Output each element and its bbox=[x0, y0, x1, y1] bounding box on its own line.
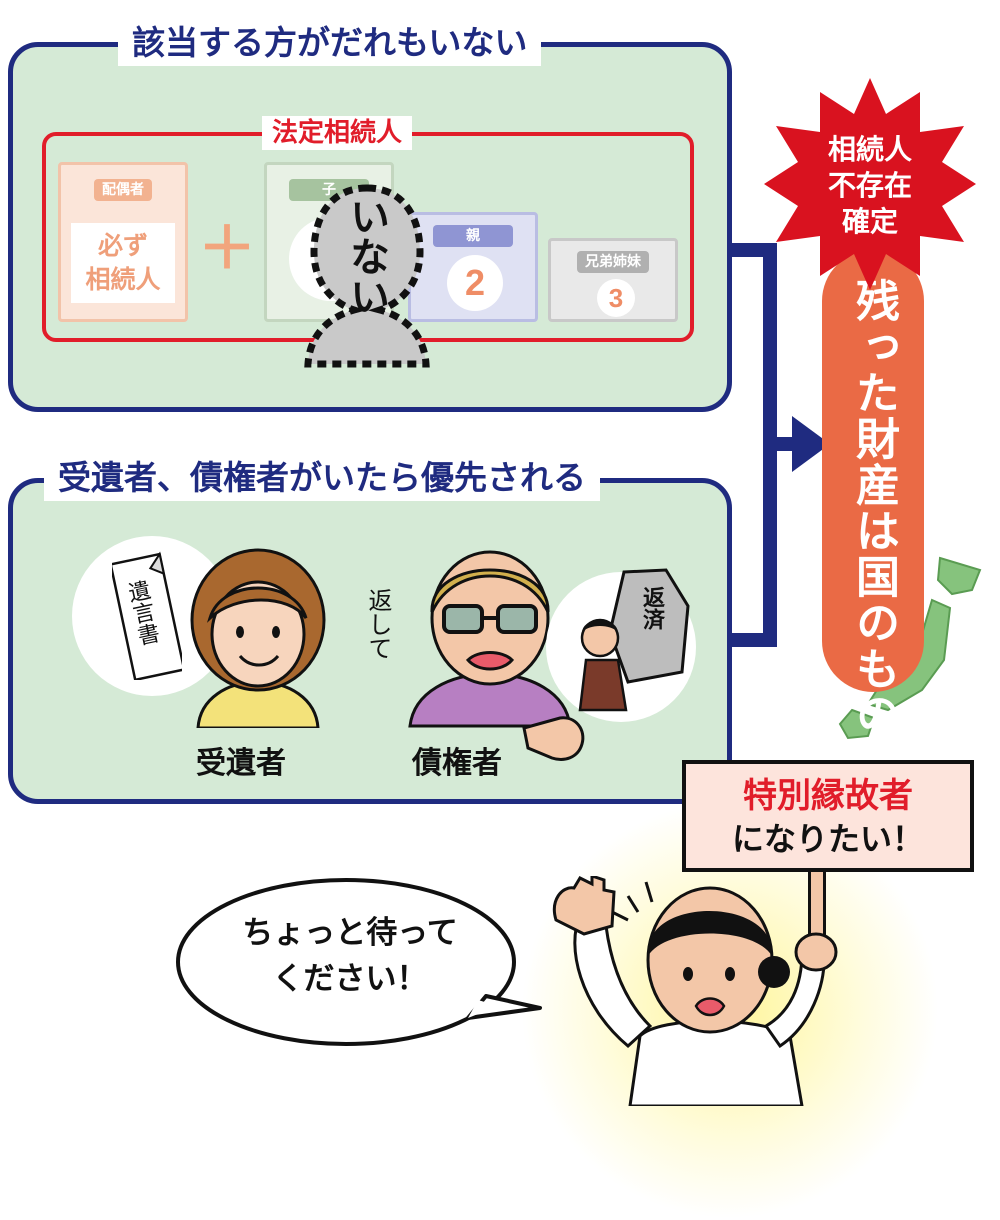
legal-heirs-title: 法定相続人 bbox=[262, 116, 413, 150]
creditor-figure bbox=[408, 550, 572, 728]
starburst-line2: 不存在 bbox=[827, 169, 912, 202]
claimant-figure bbox=[553, 876, 838, 1106]
spouse-label: 配偶者 bbox=[94, 179, 152, 201]
starburst-line1: 相続人 bbox=[827, 133, 912, 166]
beneficiary-caption: 受遺者 bbox=[196, 746, 286, 781]
parent-number: 2 bbox=[447, 255, 503, 311]
siblings-card: 兄弟姉妹 3 bbox=[548, 238, 678, 322]
no-heirs-panel-title: 該当する方がだれもいない bbox=[118, 20, 542, 66]
creditor-speech: 返して bbox=[364, 588, 392, 660]
result-pill bbox=[822, 250, 924, 692]
sign-board: 特別縁故者 になりたい！ bbox=[682, 760, 974, 872]
plus-sign: ＋ bbox=[198, 214, 257, 282]
speech-line2: ください！ bbox=[272, 961, 428, 997]
starburst-line3: 確定 bbox=[841, 205, 898, 238]
debt-rock-text: 返済 bbox=[639, 586, 664, 630]
siblings-number: 3 bbox=[597, 279, 635, 317]
result-text: 残った財産は国のもの bbox=[848, 278, 899, 738]
speech-bubble-shape bbox=[176, 878, 542, 1046]
spouse-text-box: 必ず 相続人 bbox=[71, 223, 175, 303]
connector-arrow bbox=[730, 243, 830, 647]
will-document-icon bbox=[112, 551, 182, 680]
parent-card: 親 2 bbox=[408, 212, 538, 322]
beneficiary-figure bbox=[190, 548, 326, 728]
speech-line1: ちょっと待って bbox=[242, 915, 458, 951]
starburst-icon bbox=[764, 78, 976, 290]
creditor-hand-icon bbox=[522, 716, 585, 761]
absent-text: いない bbox=[343, 196, 389, 316]
priority-claimants-title: 受遺者、債権者がいたら優先される bbox=[44, 455, 600, 501]
sign-line1: 特別縁故者 bbox=[743, 776, 913, 816]
starburst-text: 相続人 不存在 確定 bbox=[800, 132, 940, 240]
siblings-label: 兄弟姉妹 bbox=[577, 251, 649, 273]
speech-bubble-text: ちょっと待って ください！ bbox=[210, 910, 490, 1002]
absent-silhouette bbox=[304, 184, 430, 368]
creditor-caption: 債権者 bbox=[412, 746, 502, 781]
debtor-figure bbox=[578, 618, 628, 712]
spouse-text-line2: 相続人 bbox=[85, 265, 161, 294]
spouse-card: 配偶者 必ず 相続人 bbox=[58, 162, 188, 322]
sign-line2: になりたい！ bbox=[731, 820, 924, 858]
spouse-text-line1: 必ず bbox=[97, 231, 148, 260]
parent-label: 親 bbox=[433, 225, 513, 247]
